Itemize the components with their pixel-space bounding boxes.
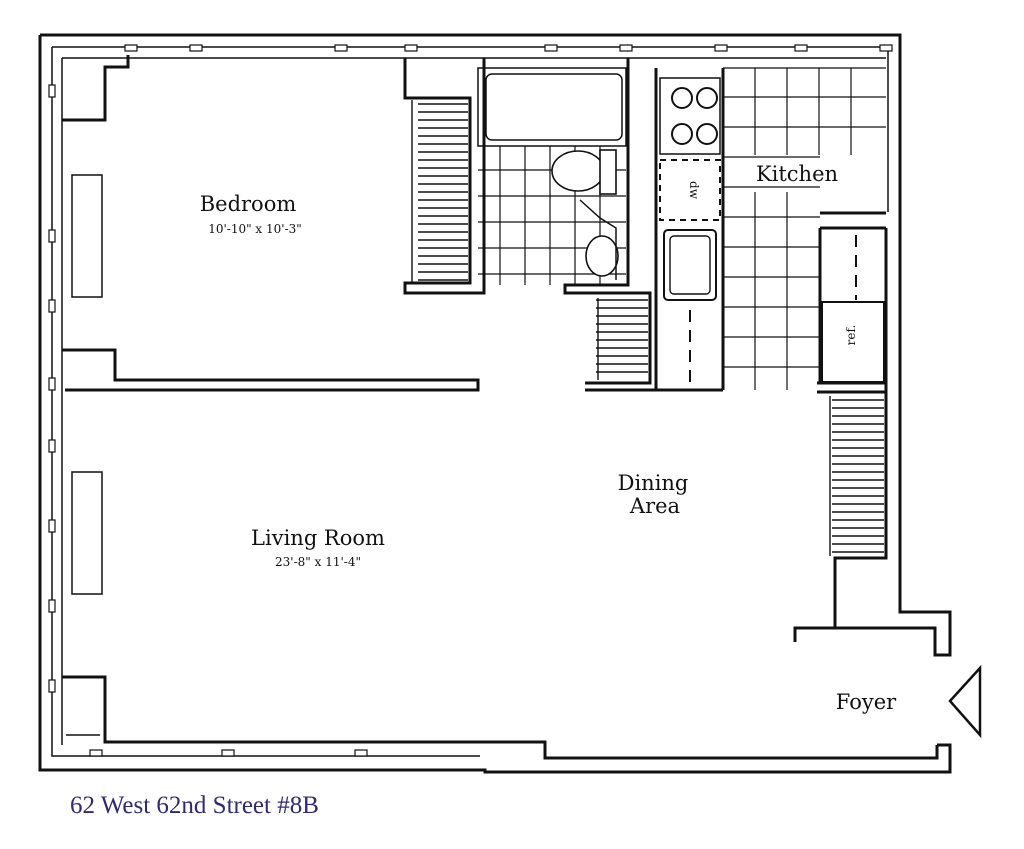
dining-area-label-line1: Dining	[618, 471, 689, 495]
bedroom-dimensions: 10'-10" x 10'-3"	[208, 222, 302, 236]
burner-icon	[671, 87, 693, 109]
kitchen-sink-icon	[663, 229, 717, 301]
foyer-label: Foyer	[836, 690, 897, 714]
entry-closet	[817, 381, 888, 628]
dishwasher-icon	[659, 159, 721, 221]
bedroom-wall	[62, 348, 480, 392]
burner-icon	[671, 123, 693, 145]
exterior-walls	[38, 33, 952, 774]
living-room-label: Living Room	[251, 526, 385, 550]
dining-area-label-line2: Area	[629, 494, 680, 518]
window-markers	[48, 44, 893, 757]
bedroom-label: Bedroom	[200, 192, 297, 216]
burner-icon	[696, 123, 718, 145]
kitchen-label: Kitchen	[756, 162, 838, 186]
refrigerator-icon	[821, 301, 885, 383]
burner-icon	[696, 87, 718, 109]
hall-closet	[585, 291, 723, 392]
living-room-dimensions: 23'-8" x 11'-4"	[275, 555, 361, 569]
bathroom	[477, 58, 630, 295]
entry-arrow-icon	[948, 664, 982, 739]
dishwasher-label: dw	[687, 181, 701, 200]
sink-icon	[585, 235, 619, 277]
toilet-icon	[551, 150, 605, 192]
columns	[62, 55, 939, 760]
address-caption: 62 West 62nd Street #8B	[70, 792, 319, 819]
refrigerator-label: ref.	[844, 325, 858, 346]
bedroom-closet	[403, 58, 486, 295]
radiators	[71, 174, 103, 595]
